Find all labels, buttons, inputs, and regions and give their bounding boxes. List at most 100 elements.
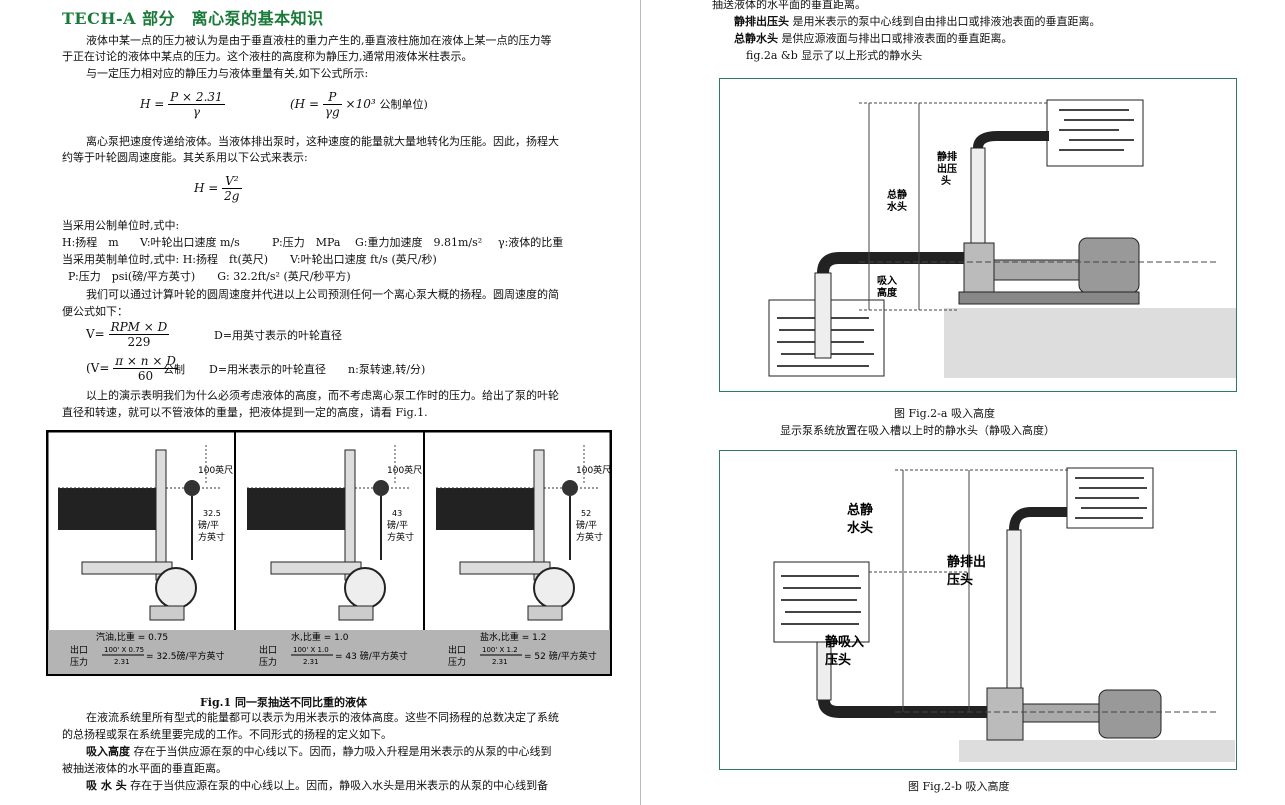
calc-denominator: 2.31 xyxy=(303,658,319,666)
pump-foundation xyxy=(959,740,1235,762)
fig1-panel-2: 100英尺 52 磅/平 方英寸 盐水,比重 = 1.2 出口 压力 100' … xyxy=(436,445,611,668)
term-suction-lift: 吸入高度 xyxy=(86,745,130,758)
formula-velocity-head: H = V² 2g xyxy=(194,174,242,203)
gauge-unit-1: 磅/平 xyxy=(576,519,597,531)
pump-base xyxy=(338,605,374,621)
suction-pipe xyxy=(459,561,551,575)
formula-lhs: H = xyxy=(140,97,165,111)
base-plate xyxy=(958,291,1140,305)
formula-lhs: (H = xyxy=(290,97,320,111)
gauge-unit-1: 磅/平 xyxy=(198,519,219,531)
gauge-value: 32.5 xyxy=(203,509,221,518)
label-discharge-3: 头 xyxy=(941,174,951,187)
gauge-unit-1: 磅/平 xyxy=(387,519,408,531)
label-suction-1: 静吸入 xyxy=(825,634,864,650)
paragraph-1-line-3: 与一定压力相对应的静压力与液体重量有关,如下公式所示: xyxy=(86,67,369,80)
formula-denominator: γg xyxy=(324,105,340,119)
term-definition: 存在于当供应源在泵的中心线以下。因而，静力吸入升程是用米表示的从泵的中心线到 xyxy=(130,745,552,758)
discharge-pipe xyxy=(970,147,986,259)
fig1-diagram: 100英尺 32.5 磅/平 方英寸 汽油,比重 = 0.75 出口 压力 10… xyxy=(46,430,612,676)
suction-pipe xyxy=(270,561,362,575)
right-line-2: 静排出压头 是用米表示的泵中心线到自由排出口或排液池表面的垂直距离。 xyxy=(734,14,1101,30)
liquid-label: 盐水,比重 = 1.2 xyxy=(480,631,546,643)
units-intro: 当采用公制单位时,式中: xyxy=(62,219,180,232)
calc-numerator: 100' X 0.75 xyxy=(104,646,144,654)
outlet-label: 出口 xyxy=(259,644,277,656)
calc-result: = 52 磅/平方英寸 xyxy=(524,650,597,662)
liquid-tank xyxy=(247,488,345,530)
height-label: 100英尺 xyxy=(198,464,233,476)
paragraph-4-line-1: 以上的演示表明我们为什么必须考虑液体的高度，而不考虑离心泵工作时的压力。给出了泵… xyxy=(86,389,559,402)
fig1-panel-0: 100英尺 32.5 磅/平 方英寸 汽油,比重 = 0.75 出口 压力 10… xyxy=(58,445,233,668)
formula-denominator: 229 xyxy=(127,335,151,349)
pressure-gauge-icon xyxy=(562,480,578,496)
pump-shaft xyxy=(1022,703,1100,723)
paragraph-4-line-2: 直径和转速，就可以不管液体的重量，把液体提到一定的高度，请看 Fig.1. xyxy=(62,406,428,419)
formula-numerator: V² xyxy=(222,174,242,189)
fig2a-subcaption: 显示泵系统放置在吸入槽以上时的静水头（静吸入高度） xyxy=(780,424,1055,437)
formula-lhs: V= xyxy=(86,327,105,341)
right-page: 抽送液体的水平面的垂直距离。 静排出压头 是用米表示的泵中心线到自由排出口或排液… xyxy=(642,0,1285,805)
right-line-3: 总静水头 是供应源液面与排出口或排液表面的垂直距离。 xyxy=(734,31,1013,47)
formula-numerator: P xyxy=(322,90,342,105)
formula-denominator: γ xyxy=(192,105,200,119)
term-static-discharge: 静排出压头 xyxy=(734,15,789,28)
fig1-panel-1: 100英尺 43 磅/平 方英寸 水,比重 = 1.0 出口 压力 100' X… xyxy=(247,445,422,668)
formula-numerator: π × n × D xyxy=(113,354,178,369)
term-total-static: 总静水头 xyxy=(734,32,778,45)
suction-pipe xyxy=(816,641,832,701)
pump-volute xyxy=(533,567,575,609)
pressure-gauge-icon xyxy=(184,480,200,496)
gauge-unit-2: 方英寸 xyxy=(198,531,225,543)
label-discharge-1: 静排出 xyxy=(947,554,986,570)
outlet-label: 出口 xyxy=(70,644,88,656)
label-total-1: 总静 xyxy=(887,188,907,201)
formula-multiplier: ×10³ xyxy=(345,97,376,111)
formula-denominator: 60 xyxy=(137,369,154,383)
right-line-4: fig.2a &b 显示了以上形式的静水头 xyxy=(746,49,923,62)
formula-fraction: π × n × D 60 xyxy=(113,354,178,383)
outlet-label: 出口 xyxy=(448,644,466,656)
liquid-label: 水,比重 = 1.0 xyxy=(291,631,349,643)
formula-fraction: P × 2.31 γ xyxy=(168,90,225,119)
term-suction-head: 吸 水 头 xyxy=(86,779,127,792)
formula-peripheral-speed: V= RPM × D 229 xyxy=(86,320,170,349)
label-total-2: 水头 xyxy=(847,520,873,536)
label-suction-1: 吸入 xyxy=(877,275,897,287)
paragraph-6-line-1: 吸入高度 存在于当供应源在泵的中心线以下。因而，静力吸入升程是用米表示的从泵的中… xyxy=(86,744,552,760)
liquid-tank xyxy=(58,488,156,530)
calc-result: = 32.5磅/平方英寸 xyxy=(146,650,224,662)
calc-denominator: 2.31 xyxy=(114,658,130,666)
pump-base xyxy=(527,605,563,621)
vertical-pipe xyxy=(533,449,545,581)
unit-gamma: γ:液体的比重 xyxy=(498,236,564,249)
pressure-label: 压力 xyxy=(70,656,88,668)
fig1-caption: Fig.1 同一泵抽送不同比重的液体 xyxy=(200,696,367,709)
label-total-2: 水头 xyxy=(886,200,907,213)
formula-fraction: P γg xyxy=(322,90,342,119)
formula-numerator: RPM × D xyxy=(108,320,170,335)
suction-pipe xyxy=(814,272,832,359)
formula-fraction: V² 2g xyxy=(222,174,242,203)
vertical-pipe xyxy=(344,449,356,581)
right-line-1: 抽送液体的水平面的垂直距离。 xyxy=(712,0,866,11)
term-definition: 存在于当供应源在泵的中心线以上。因而，静吸入水头是用米表示的从泵的中心线到备 xyxy=(126,779,549,792)
vertical-pipe xyxy=(155,449,167,581)
pump-foundation xyxy=(944,308,1236,378)
label-discharge-2: 压头 xyxy=(947,572,973,588)
motor xyxy=(1078,237,1140,294)
gauge-unit-2: 方英寸 xyxy=(576,531,603,543)
paragraph-6-line-2: 被抽送液体的水平面的垂直距离。 xyxy=(62,762,227,775)
formula-peripheral-speed-metric: (V= π × n × D 60 xyxy=(86,354,178,383)
fig2b-caption: 图 Fig.2-b 吸入高度 xyxy=(908,780,1010,793)
paragraph-1-line-2: 于正在讨论的液体中某点的压力。这个液柱的高度称为静压力,通常用液体米柱表示。 xyxy=(62,50,473,63)
calc-denominator: 2.31 xyxy=(492,658,508,666)
unit-p: P:压力 MPa xyxy=(272,236,341,249)
label-total-1: 总静 xyxy=(847,502,873,518)
pressure-label: 压力 xyxy=(448,656,466,668)
imperial-units-2: P:压力 psi(磅/平方英寸) G: 32.2ft/s² (英尺/秒平方) xyxy=(68,270,351,283)
formula-lhs: (V= xyxy=(86,361,110,375)
formula-desc-2: D=用米表示的叶轮直径 n:泵转速,转/分) xyxy=(209,363,426,376)
formula-lhs: H = xyxy=(194,181,219,195)
pressure-gauge-icon xyxy=(373,480,389,496)
